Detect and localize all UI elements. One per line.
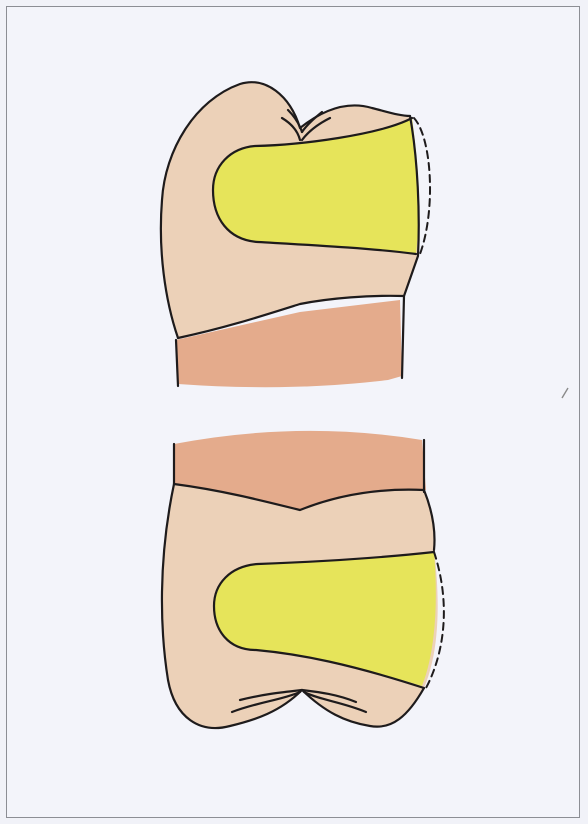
stray-mark xyxy=(562,388,568,398)
lower-tooth xyxy=(162,431,444,728)
upper-tooth xyxy=(161,82,430,387)
